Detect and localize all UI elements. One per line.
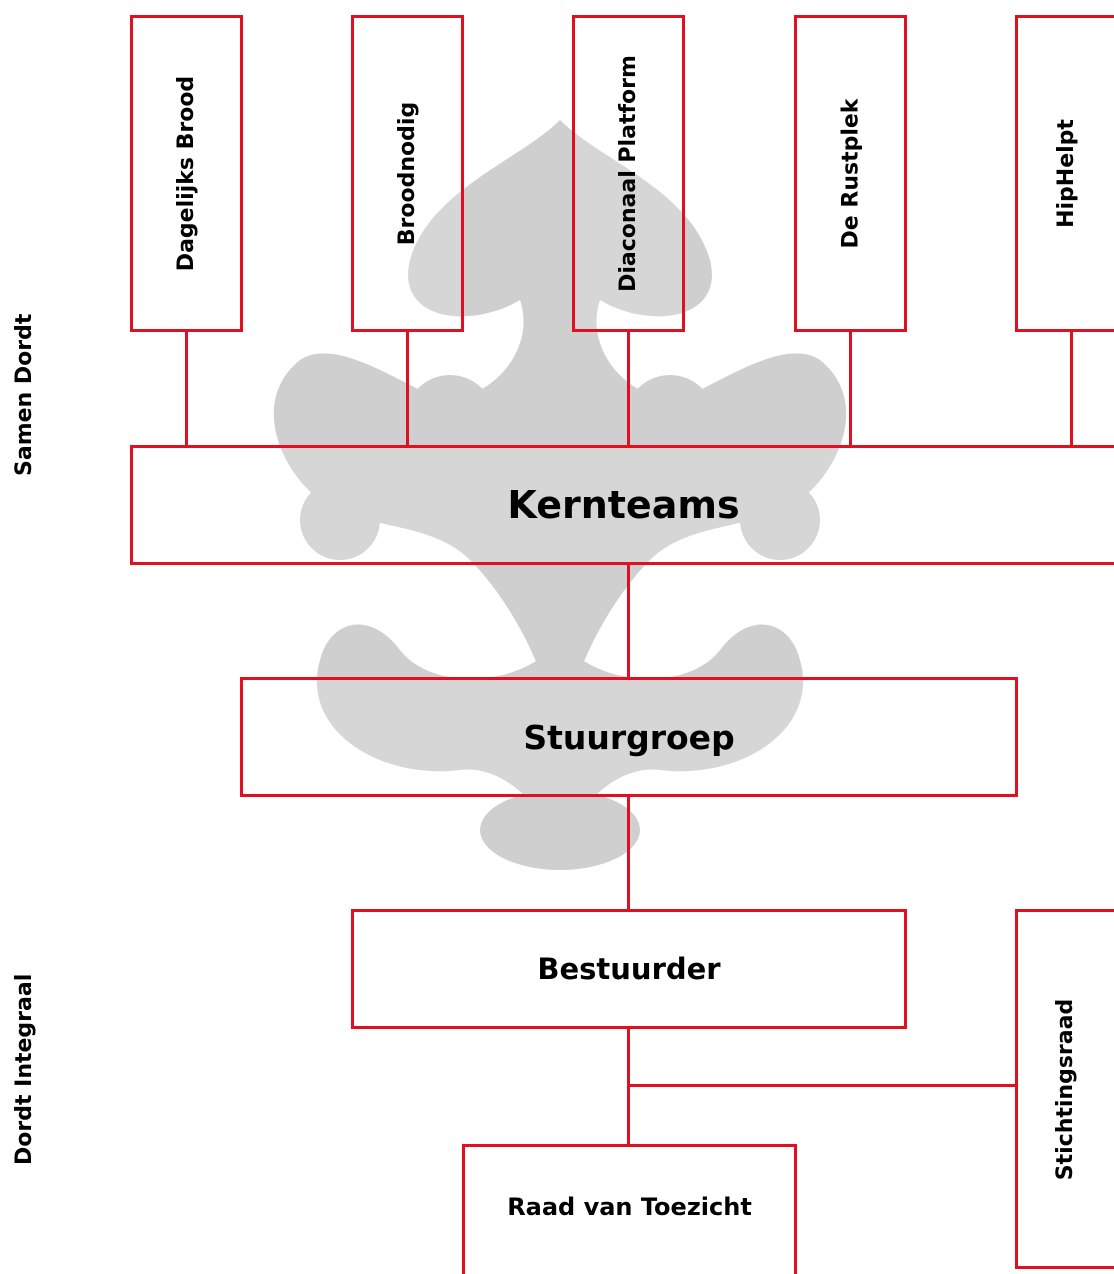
member-label: Broodnodig [395,102,420,245]
stuurgroep-box: Stuurgroep [240,677,1018,797]
kernteams-label: Kernteams [507,483,739,527]
connector-line [627,1084,1017,1087]
section-label-dordt-integraal: Dordt Integraal [12,1005,38,1165]
connector-line [406,330,409,447]
connector-line [627,795,630,912]
connector-line [627,563,630,680]
member-box-hiphelpt: HipHelpt [1015,15,1114,332]
stichtingsraad-box: Stichtingsraad [1015,909,1114,1269]
connector-line [1070,330,1073,447]
member-box-de-rustplek: De Rustplek [794,15,907,332]
member-box-broodnodig: Broodnodig [351,15,464,332]
member-label: HipHelpt [1054,119,1079,228]
kernteams-box: Kernteams [130,445,1114,565]
bestuurder-label: Bestuurder [537,952,720,986]
connector-line [849,330,852,447]
raad-van-toezicht-box: Raad van Toezicht [462,1144,797,1274]
member-label: Diaconaal Platform [616,55,641,292]
raad-van-toezicht-label: Raad van Toezicht [507,1193,752,1221]
member-label: Dagelijks Brood [174,76,199,271]
section-label-samen-dordt: Samen Dordt [12,336,38,476]
member-box-dagelijks-brood: Dagelijks Brood [130,15,243,332]
connector-line [627,1027,630,1147]
member-box-diaconaal-platform: Diaconaal Platform [572,15,685,332]
member-label: De Rustplek [838,99,863,249]
bestuurder-box: Bestuurder [351,909,907,1029]
connector-line [185,330,188,447]
connector-line [627,330,630,447]
stichtingsraad-label: Stichtingsraad [1054,998,1079,1179]
stuurgroep-label: Stuurgroep [523,718,734,757]
